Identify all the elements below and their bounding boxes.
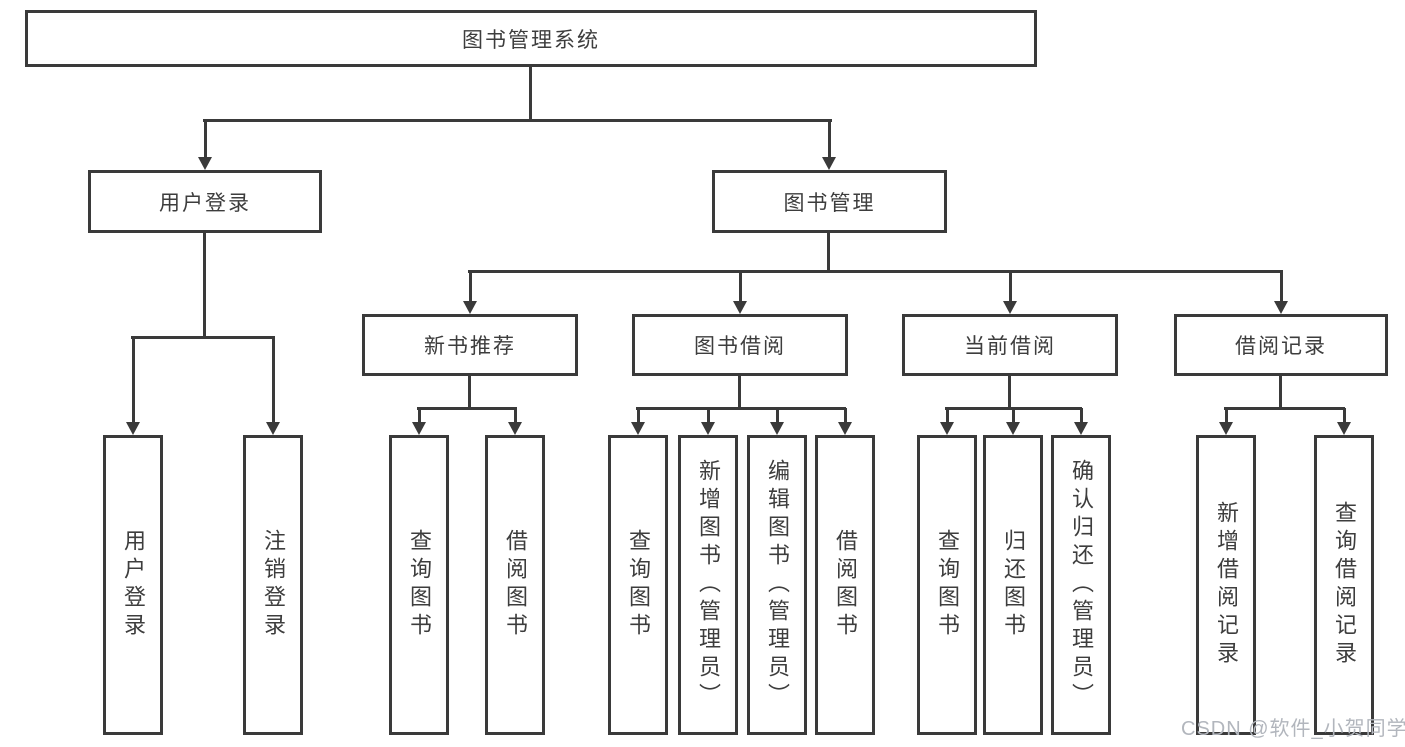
connector-book-management-drop [827,233,830,273]
node-user-login-label: 用户登录 [159,191,251,215]
connector-current-drop [1008,376,1011,410]
leaf-query-books-recommend: 查询图书 [389,435,449,735]
arrow-down-icon [508,408,522,435]
arrow-down-icon [1219,408,1233,435]
arrow-down-icon [412,408,426,435]
node-borrowing-records: 借阅记录 [1174,314,1388,376]
connector-user-login-span [131,336,275,339]
leaf-user-login-label: 用户登录 [121,529,146,641]
arrow-down-icon [1274,271,1288,314]
leaf-query-books-recommend-label: 查询图书 [407,529,432,641]
csdn-watermark: CSDN @软件_小贺同学 [1181,718,1405,740]
leaf-query-books-current-label: 查询图书 [935,529,960,641]
leaf-user-login: 用户登录 [103,435,163,735]
arrow-down-icon [822,119,836,170]
leaf-query-borrow-record-label: 查询借阅记录 [1332,501,1357,669]
connector-root-span [203,119,832,122]
leaf-return-book-label: 归还图书 [1001,529,1026,641]
leaf-query-books-borrowing-label: 查询图书 [626,529,651,641]
leaf-add-book-admin-label: 新增图书（管理员） [696,459,721,711]
leaf-borrow-books-borrowing: 借阅图书 [815,435,875,735]
leaf-edit-book-admin-label: 编辑图书（管理员） [765,459,790,711]
node-book-management: 图书管理 [712,170,947,233]
leaf-borrow-books-recommend-label: 借阅图书 [503,529,528,641]
arrow-down-icon [701,408,715,435]
leaf-add-book-admin: 新增图书（管理员） [678,435,738,735]
leaf-borrow-books-recommend: 借阅图书 [485,435,545,735]
arrow-down-icon [838,408,852,435]
connector-user-login-drop [203,233,206,339]
node-book-borrowing: 图书借阅 [632,314,848,376]
node-book-borrowing-label: 图书借阅 [694,335,786,358]
arrow-down-icon [770,408,784,435]
connector-book-management-span [468,270,1283,273]
arrow-down-icon [463,271,477,314]
arrow-down-icon [1003,271,1017,314]
leaf-add-borrow-record-label: 新增借阅记录 [1214,501,1239,669]
connector-borrowing-drop [738,376,741,410]
leaf-borrow-books-borrowing-label: 借阅图书 [833,529,858,641]
leaf-confirm-return-admin: 确认归还（管理员） [1051,435,1111,735]
leaf-query-borrow-record: 查询借阅记录 [1314,435,1374,735]
node-new-book-recommend: 新书推荐 [362,314,578,376]
connector-root-drop [529,67,532,122]
arrow-down-icon [1074,408,1088,435]
leaf-add-borrow-record: 新增借阅记录 [1196,435,1256,735]
connector-recommend-drop [468,376,471,410]
connector-records-span [1224,407,1345,410]
node-new-book-recommend-label: 新书推荐 [424,335,516,358]
leaf-query-books-current: 查询图书 [917,435,977,735]
arrow-down-icon [126,338,140,435]
node-current-borrowing-label: 当前借阅 [964,335,1056,358]
node-library-system-label: 图书管理系统 [462,28,600,52]
arrow-down-icon [266,338,280,435]
node-current-borrowing: 当前借阅 [902,314,1118,376]
leaf-logout: 注销登录 [243,435,303,735]
connector-borrowing-span [636,407,846,410]
leaf-confirm-return-admin-label: 确认归还（管理员） [1069,459,1094,711]
leaf-logout-label: 注销登录 [261,529,286,641]
connector-recommend-span [417,407,517,410]
arrow-down-icon [1006,408,1020,435]
leaf-edit-book-admin: 编辑图书（管理员） [747,435,807,735]
arrow-down-icon [733,271,747,314]
leaf-query-books-borrowing: 查询图书 [608,435,668,735]
arrow-down-icon [940,408,954,435]
node-borrowing-records-label: 借阅记录 [1235,335,1327,358]
node-book-management-label: 图书管理 [783,191,876,215]
node-library-system: 图书管理系统 [25,10,1037,67]
arrow-down-icon [198,119,212,170]
leaf-return-book: 归还图书 [983,435,1043,735]
arrow-down-icon [1337,408,1351,435]
node-user-login: 用户登录 [88,170,322,233]
connector-records-drop [1279,376,1282,410]
arrow-down-icon [631,408,645,435]
